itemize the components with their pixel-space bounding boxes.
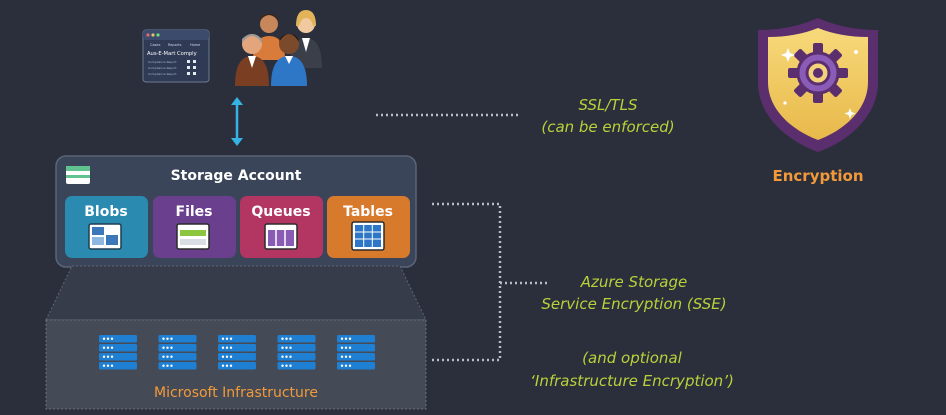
blob-icon bbox=[88, 223, 122, 250]
service-label-queues: Queues bbox=[251, 204, 310, 220]
users-group-icon bbox=[235, 10, 322, 86]
server-icon bbox=[218, 335, 256, 370]
storage-account-title: Storage Account bbox=[171, 168, 302, 184]
double-arrow-icon bbox=[231, 97, 243, 146]
server-icon bbox=[158, 335, 197, 370]
projection-trapezoid bbox=[45, 265, 427, 321]
app-window-icon: Cases Reports Home Aus-E-Mart Comply Com… bbox=[142, 29, 210, 83]
shield-gear-icon bbox=[758, 18, 878, 152]
storage-account-box: Storage Account Blobs Files Queues bbox=[55, 155, 417, 268]
queues-icon bbox=[264, 223, 298, 250]
server-rack-group bbox=[99, 335, 375, 370]
infrastructure-label: Microsoft Infrastructure bbox=[154, 385, 318, 401]
sse-label-line1: Azure Storage bbox=[580, 273, 688, 291]
sse-label-line2: Service Encryption (SSE) bbox=[541, 295, 726, 313]
service-label-blobs: Blobs bbox=[84, 204, 127, 220]
encryption-label: Encryption bbox=[772, 167, 863, 185]
infra-encryption-line2: ‘Infrastructure Encryption’) bbox=[530, 372, 734, 390]
ssl-label-line2: (can be enforced) bbox=[541, 118, 674, 136]
app-tab-3: Home bbox=[190, 43, 200, 47]
app-row-3: Compliance Report bbox=[148, 72, 177, 76]
server-icon bbox=[337, 335, 375, 370]
app-window-title: Aus-E-Mart Comply bbox=[147, 51, 197, 57]
app-tab-2: Reports bbox=[168, 43, 182, 47]
app-row-2: Compliance Report bbox=[148, 66, 177, 70]
tables-icon bbox=[351, 221, 385, 251]
ssl-label-line1: SSL/TLS bbox=[579, 96, 638, 114]
app-row-1: Compliance Report bbox=[148, 60, 177, 64]
connector-lines bbox=[376, 113, 548, 362]
app-tab-1: Cases bbox=[150, 43, 161, 47]
infrastructure-box: Microsoft Infrastructure bbox=[45, 319, 427, 410]
infra-encryption-line1: (and optional bbox=[582, 349, 682, 367]
service-label-tables: Tables bbox=[343, 204, 393, 220]
service-label-files: Files bbox=[176, 204, 213, 220]
server-icon bbox=[99, 335, 137, 370]
files-icon bbox=[176, 223, 210, 250]
gear-icon bbox=[788, 43, 848, 103]
server-icon bbox=[277, 335, 316, 370]
